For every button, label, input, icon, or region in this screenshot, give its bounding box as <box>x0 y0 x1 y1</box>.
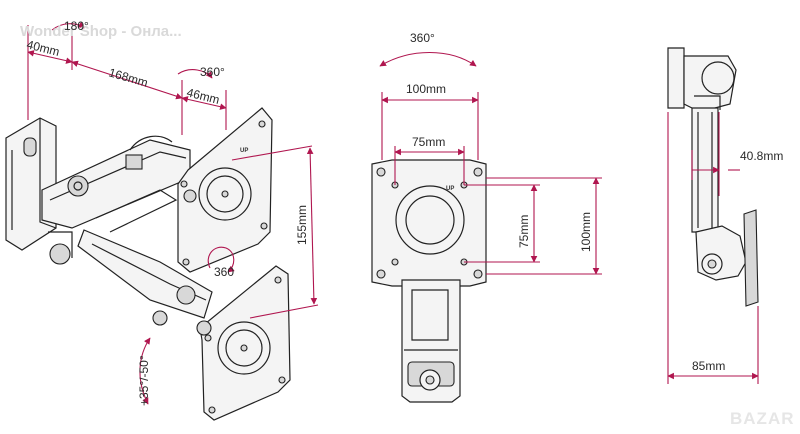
bazar-logo: BAZAR <box>730 409 795 428</box>
vesa-plate-upper: UP <box>177 107 273 273</box>
front-view: UP 360° 100mm 75mm 75mm <box>371 31 602 403</box>
dimension-40-8mm: 40.8mm <box>740 149 783 163</box>
side-head <box>695 209 759 307</box>
dimension-100mm-vertical: 100mm <box>579 212 593 252</box>
side-wall-bracket <box>667 47 737 113</box>
dimension-168mm: 168mm <box>107 65 149 89</box>
rotation-180-label: 180° <box>64 19 89 33</box>
dimension-155mm: 155mm <box>295 205 309 245</box>
dimension-46mm: 46mm <box>185 85 221 107</box>
front-rotation-label: 360° <box>410 31 435 45</box>
up-label-upper: UP <box>240 148 248 154</box>
tilt-range-label: +35°/-50° <box>137 355 151 406</box>
dimension-75mm-vertical: 75mm <box>517 215 531 248</box>
watermark-text: Wonder Shop - Онла... <box>20 23 182 40</box>
wall-plate <box>5 117 57 251</box>
dimensions-view-2 <box>379 52 602 275</box>
dimension-85mm: 85mm <box>692 359 725 373</box>
dimension-75mm-horizontal: 75mm <box>412 135 445 149</box>
arm-segment-1 <box>41 135 191 265</box>
rotation-360-label-b: 360 <box>214 265 234 279</box>
dimensions-view-1 <box>27 21 319 405</box>
up-label-front: UP <box>446 186 454 192</box>
arm-segment-2 <box>77 189 213 326</box>
perspective-view: UP <box>5 19 319 421</box>
vesa-plate-lower <box>196 265 291 421</box>
rotation-360-label-a: 360° <box>200 65 225 79</box>
dimension-100mm-horizontal: 100mm <box>406 82 446 96</box>
side-view: 40.8mm 85mm <box>667 47 783 384</box>
dimensions-view-3 <box>667 112 759 384</box>
front-arm <box>401 279 461 403</box>
front-vesa-plate: UP <box>371 159 487 287</box>
